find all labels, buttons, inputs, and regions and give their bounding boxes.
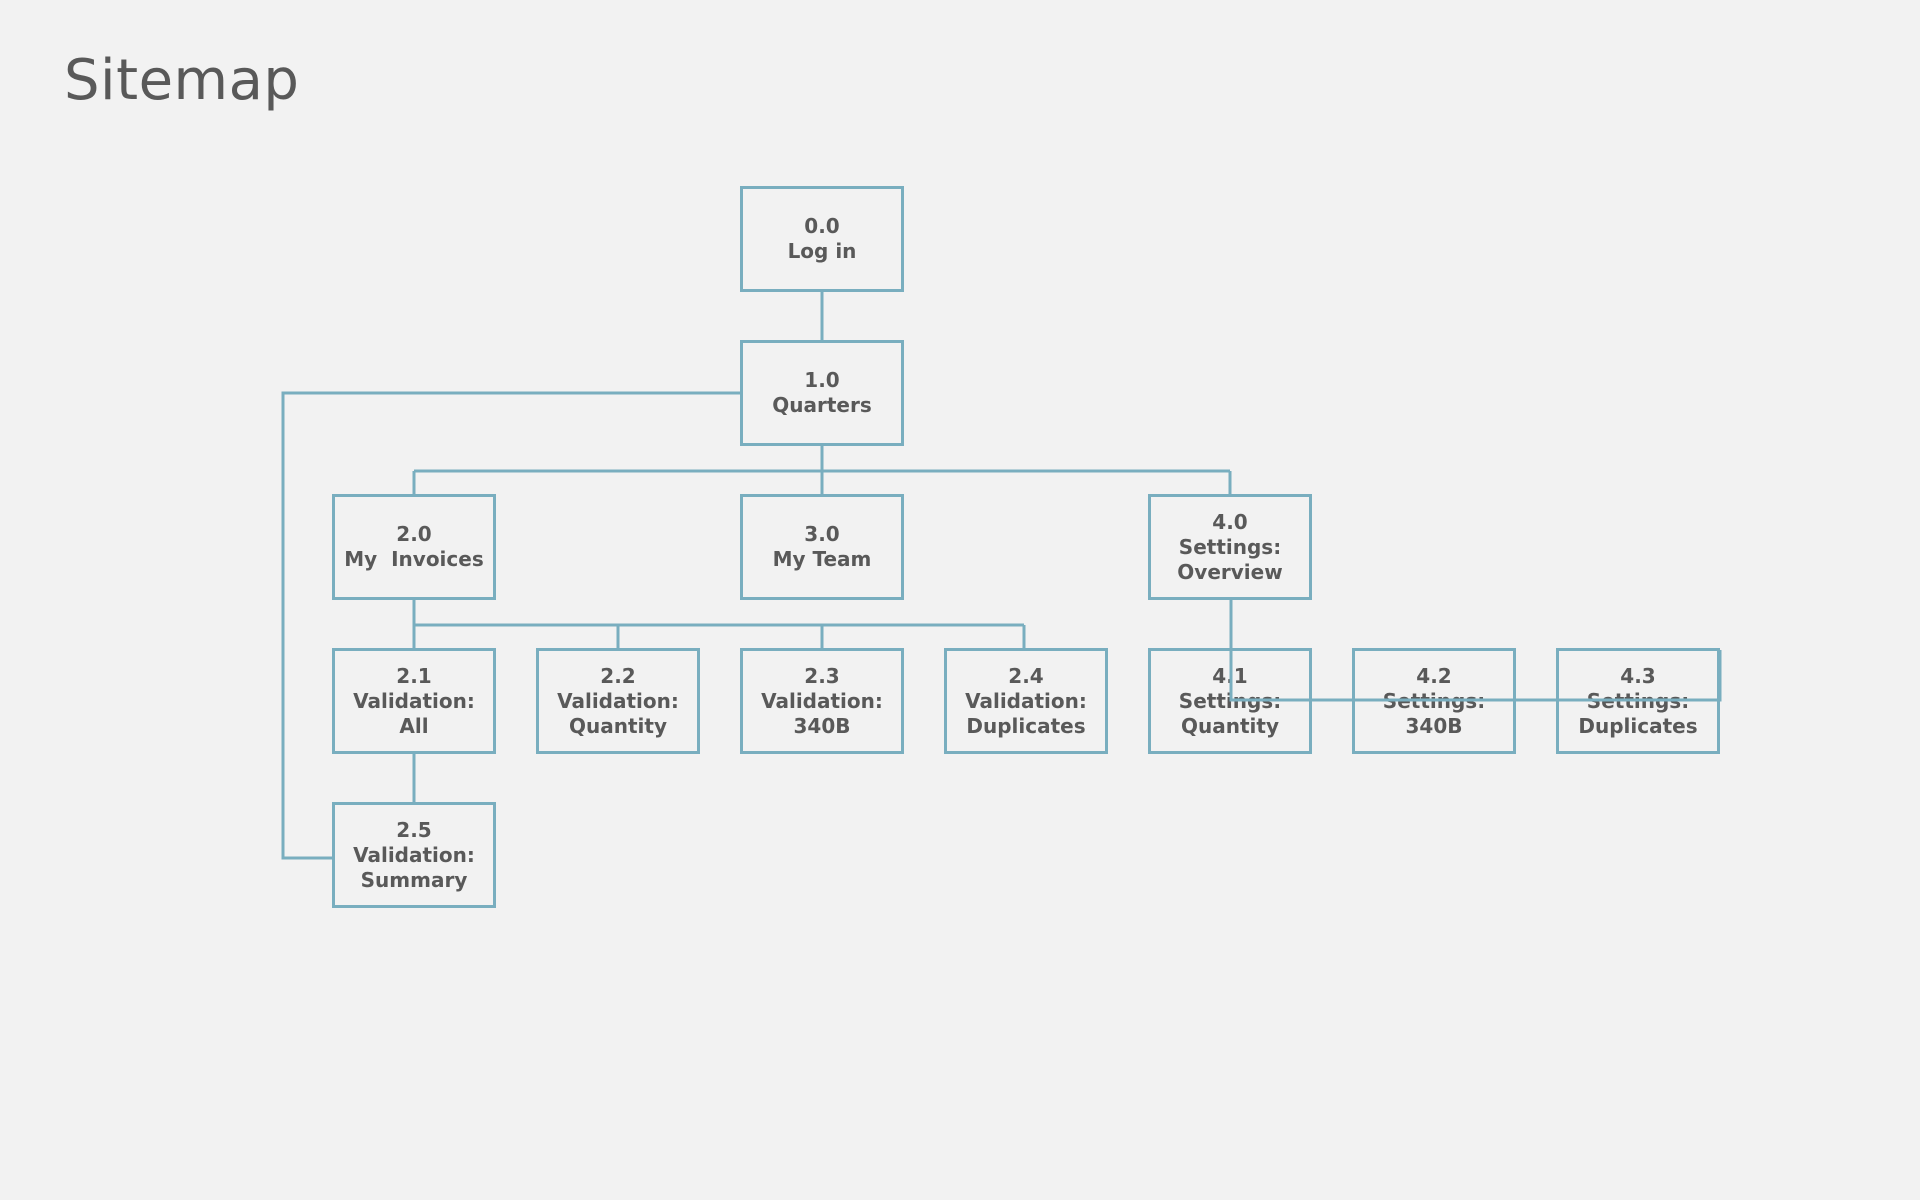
node-id: 4.0 (1212, 509, 1248, 534)
node-label: Quarters (772, 393, 872, 417)
node-validation-quantity[interactable]: 2.2 Validation: Quantity (536, 648, 700, 754)
node-sublabel: Duplicates (1578, 713, 1698, 738)
node-id: 3.0 (804, 522, 840, 546)
node-label: Validation: (557, 688, 679, 713)
node-validation-all[interactable]: 2.1 Validation: All (332, 648, 496, 754)
node-sublabel: Overview (1177, 559, 1283, 584)
node-label: Settings: (1382, 688, 1486, 713)
node-sublabel: Summary (360, 867, 468, 892)
node-id: 4.1 (1212, 663, 1248, 688)
node-my-invoices[interactable]: 2.0 My Invoices (332, 494, 496, 600)
node-id: 2.3 (804, 663, 840, 688)
node-label: Settings: (1586, 688, 1690, 713)
connector-quarters-summary (281, 391, 742, 860)
node-id: 2.1 (396, 663, 432, 688)
node-validation-340b[interactable]: 2.3 Validation: 340B (740, 648, 904, 754)
node-id: 2.2 (600, 663, 636, 688)
node-id: 2.5 (396, 817, 432, 842)
node-settings-duplicates[interactable]: 4.3 Settings: Duplicates (1556, 648, 1720, 754)
node-settings-overview[interactable]: 4.0 Settings: Overview (1148, 494, 1312, 600)
node-settings-340b[interactable]: 4.2 Settings: 340B (1352, 648, 1516, 754)
node-id: 1.0 (804, 368, 840, 392)
node-validation-duplicates[interactable]: 2.4 Validation: Duplicates (944, 648, 1108, 754)
node-id: 2.4 (1008, 663, 1044, 688)
page-title: Sitemap (64, 48, 300, 113)
node-label: Log in (787, 239, 857, 263)
node-label: Settings: (1178, 534, 1282, 559)
node-id: 2.0 (396, 522, 432, 546)
node-sublabel: Quantity (569, 713, 667, 738)
node-label: Settings: (1178, 688, 1282, 713)
node-sublabel: Duplicates (966, 713, 1086, 738)
node-label: Validation: (353, 842, 475, 867)
node-log-in[interactable]: 0.0 Log in (740, 186, 904, 292)
node-settings-quantity[interactable]: 4.1 Settings: Quantity (1148, 648, 1312, 754)
node-sublabel: 340B (793, 713, 851, 738)
node-id: 4.3 (1620, 663, 1656, 688)
node-sublabel: All (399, 713, 429, 738)
node-label: My Invoices (344, 547, 484, 571)
node-sublabel: Quantity (1181, 713, 1279, 738)
node-my-team[interactable]: 3.0 My Team (740, 494, 904, 600)
node-label: Validation: (761, 688, 883, 713)
node-label: My Team (772, 547, 872, 571)
node-id: 4.2 (1416, 663, 1452, 688)
node-label: Validation: (965, 688, 1087, 713)
node-validation-summary[interactable]: 2.5 Validation: Summary (332, 802, 496, 908)
node-label: Validation: (353, 688, 475, 713)
node-id: 0.0 (804, 214, 840, 238)
node-sublabel: 340B (1405, 713, 1463, 738)
node-quarters[interactable]: 1.0 Quarters (740, 340, 904, 446)
